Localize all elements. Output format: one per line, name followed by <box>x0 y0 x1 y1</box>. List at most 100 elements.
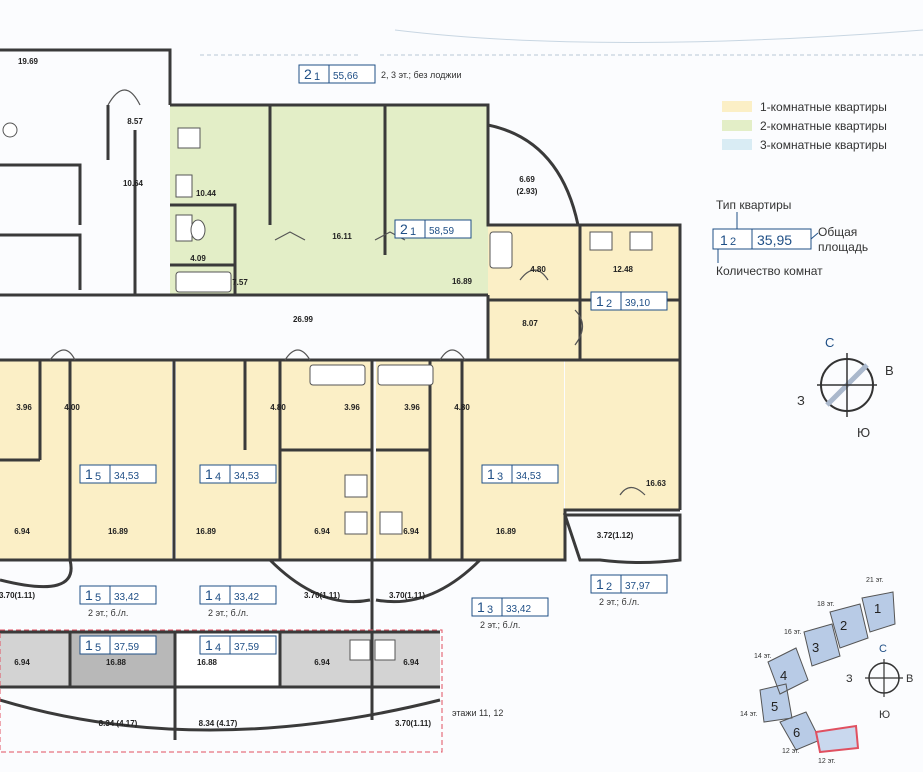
room-dim: 4.80 <box>530 265 546 274</box>
tag-area: 34,53 <box>114 471 139 482</box>
room-dim: (2.93) <box>517 187 538 196</box>
room-dim: 16.88 <box>106 658 127 667</box>
stove <box>629 231 653 251</box>
room-dim: 3.70(1.11) <box>395 719 431 728</box>
legend-label-2: 2-комнатные квартиры <box>760 119 887 133</box>
apt-1room-right-lower <box>565 360 680 510</box>
tag-rooms: 1 <box>596 293 604 309</box>
tag-box <box>590 291 668 311</box>
key-area-line1: Общая <box>818 225 857 239</box>
room-dim: 3.72(1.12) <box>597 531 634 540</box>
tag-box <box>590 574 668 594</box>
tag-area: 55,66 <box>333 71 358 82</box>
room-dim: 6.94 <box>403 527 419 536</box>
section-4: 4 <box>780 668 787 683</box>
key-sample-n: 1 <box>720 232 728 248</box>
room-dim: 4.80 <box>454 403 470 412</box>
key-sample-area: 35,95 <box>757 232 792 248</box>
tag-type: 5 <box>95 642 101 654</box>
bathtub <box>175 271 232 293</box>
section-3: 3 <box>812 640 819 655</box>
room-dim: 6.94 <box>314 658 330 667</box>
section-6: 6 <box>793 725 800 740</box>
room-dim: 7.57 <box>232 278 248 287</box>
tag-area: 34,53 <box>516 471 541 482</box>
compass-main: С В Ю З <box>797 335 894 440</box>
room-dim: 6.94 <box>403 658 419 667</box>
tag-type: 5 <box>95 471 101 483</box>
room-dim: 8.34 (4.17) <box>99 719 138 728</box>
tag-rooms: 1 <box>85 637 93 653</box>
room-dim: 26.99 <box>293 315 314 324</box>
room-dim: 6.69 <box>519 175 535 184</box>
compass-e: В <box>885 363 894 378</box>
compass-small-e: В <box>906 673 913 685</box>
compass-w: З <box>797 393 805 408</box>
stove <box>374 639 396 661</box>
bathtub <box>489 231 513 269</box>
stove <box>344 474 368 498</box>
room-dim: 16.63 <box>646 479 667 488</box>
tag-type: 4 <box>215 642 221 654</box>
legend-swatch-1 <box>722 101 752 112</box>
room-dim: 6.94 <box>14 658 30 667</box>
tag-type: 2 <box>606 581 612 593</box>
tag-box <box>79 585 157 605</box>
tag-box <box>199 585 277 605</box>
section-2: 2 <box>840 618 847 633</box>
room-dim: 6.94 <box>14 527 30 536</box>
room-dim: 10.64 <box>123 179 144 188</box>
apt-1room-3 <box>376 360 564 560</box>
tag-type: 4 <box>215 592 221 604</box>
floors-11-12-outline <box>0 629 443 753</box>
floor-label-2: 18 эт. <box>817 601 835 608</box>
floor-label-1: 21 эт. <box>866 577 884 584</box>
compass-small: С В Ю З <box>846 643 913 721</box>
tag-rooms: 1 <box>205 637 213 653</box>
bathtub <box>309 364 366 386</box>
room-dim: 3.70(1.11) <box>0 591 35 600</box>
tag-rooms: 1 <box>205 466 213 482</box>
stove <box>589 231 613 251</box>
room-dim: 12.48 <box>613 265 634 274</box>
compass-s: Ю <box>857 425 870 440</box>
room-dim: 3.70(1.11) <box>304 591 340 600</box>
tag-area: 37,59 <box>114 642 139 653</box>
room-dim: 3.96 <box>344 403 360 412</box>
tag-rooms: 1 <box>477 599 485 615</box>
tag-box <box>481 464 559 484</box>
tag-type: 1 <box>314 71 320 83</box>
tag-type: 3 <box>487 604 493 616</box>
tag-rooms: 1 <box>487 466 495 482</box>
tag-note: 2 эт.; б./л. <box>599 597 639 607</box>
tag-rooms: 1 <box>205 587 213 603</box>
tag-area: 34,53 <box>234 471 259 482</box>
room-dim: 4.00 <box>64 403 80 412</box>
tag-area: 37,59 <box>234 642 259 653</box>
legend-swatch-2 <box>722 120 752 131</box>
floor-label-5: 14 эт. <box>740 711 758 718</box>
compass-small-n: С <box>879 643 887 655</box>
room-dim: 6.94 <box>314 527 330 536</box>
stove <box>379 511 403 535</box>
room-dim: 16.89 <box>196 527 217 536</box>
tag-area: 37,97 <box>625 581 650 592</box>
site-plan: 1 2 3 4 5 6 21 эт. 18 эт. 16 эт. 14 эт. … <box>740 577 896 765</box>
room-dim: 8.57 <box>127 117 143 126</box>
tag-box <box>394 219 472 239</box>
tag-box <box>79 635 157 655</box>
tag-note: 2 эт.; б./л. <box>208 608 248 618</box>
tag-rooms: 2 <box>304 66 312 82</box>
tag-box <box>199 635 277 655</box>
tag-box <box>471 597 549 617</box>
room-dim: 3.96 <box>404 403 420 412</box>
room-dim: 10.44 <box>196 189 217 198</box>
tag-type: 1 <box>410 226 416 238</box>
